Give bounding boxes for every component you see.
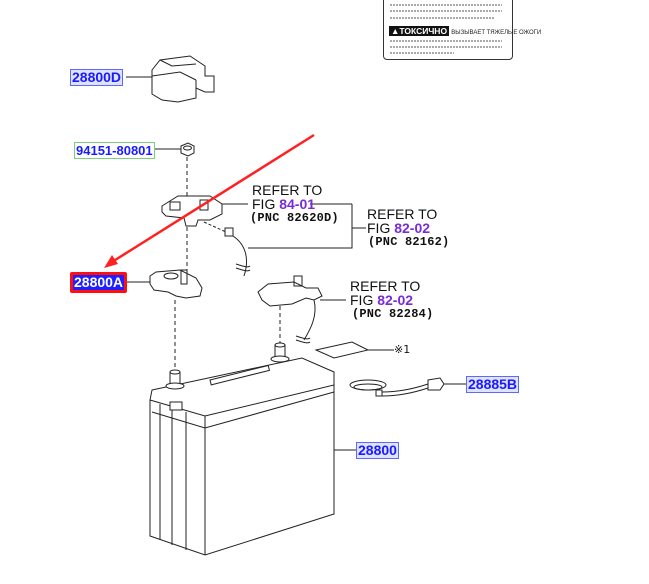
label-text-lines <box>390 4 502 54</box>
connector-dash <box>203 221 227 233</box>
part-label-28800[interactable]: 28800 <box>356 442 399 459</box>
warning-triangle-icon: ▲ <box>391 26 400 36</box>
warning-caption: ВЫЗЫВАЕТ ТЯЖЕЛЫЕ ОЖОГИ <box>451 30 542 36</box>
ground-cable-drawing <box>349 377 452 397</box>
nut-drawing <box>180 142 195 157</box>
positive-terminal-drawing <box>257 275 323 344</box>
red-annotation-arrow <box>104 133 315 268</box>
part-label-28800A[interactable]: 28800A <box>70 272 128 293</box>
note-mark: ※1 <box>394 343 411 356</box>
sheet-drawing <box>314 341 370 359</box>
wire-82162 <box>232 235 247 277</box>
part-label-94151-80801[interactable]: 94151-80801 <box>74 142 155 159</box>
part-label-28800D[interactable]: 28800D <box>70 69 124 86</box>
toxic-warning: ▲ТОКСИЧНО ВЫЗЫВАЕТ ТЯЖЕЛЫЕ ОЖОГИ <box>389 26 541 38</box>
fig-link-82-02-b[interactable]: 82-02 <box>377 292 414 308</box>
part-label-28885B[interactable]: 28885B <box>466 376 520 393</box>
refer-to-84-01: REFER TO FIG 84-01 <box>252 182 323 212</box>
refer-to-82-02-b: REFER TO FIG 82-02 <box>350 278 421 308</box>
clamp-terminal-drawing <box>149 269 203 299</box>
bracket-82162 <box>248 204 353 249</box>
terminal-cover-drawing <box>151 55 215 103</box>
pnc-82620D: (PNC 82620D) <box>250 211 339 225</box>
refer-to-82-02-a: REFER TO FIG 82-02 <box>367 206 438 236</box>
toxic-badge: ▲ТОКСИЧНО <box>389 26 450 36</box>
pnc-82284: (PNC 82284) <box>352 307 434 321</box>
fig-link-82-02-a[interactable]: 82-02 <box>394 220 431 236</box>
warning-label-sticker: ▲ТОКСИЧНО ВЫЗЫВАЕТ ТЯЖЕЛЫЕ ОЖОГИ <box>383 0 541 60</box>
battery-drawing <box>149 342 335 556</box>
pnc-82162: (PNC 82162) <box>368 235 450 249</box>
fig-link-84-01[interactable]: 84-01 <box>279 196 316 212</box>
connector-plug <box>224 227 234 237</box>
